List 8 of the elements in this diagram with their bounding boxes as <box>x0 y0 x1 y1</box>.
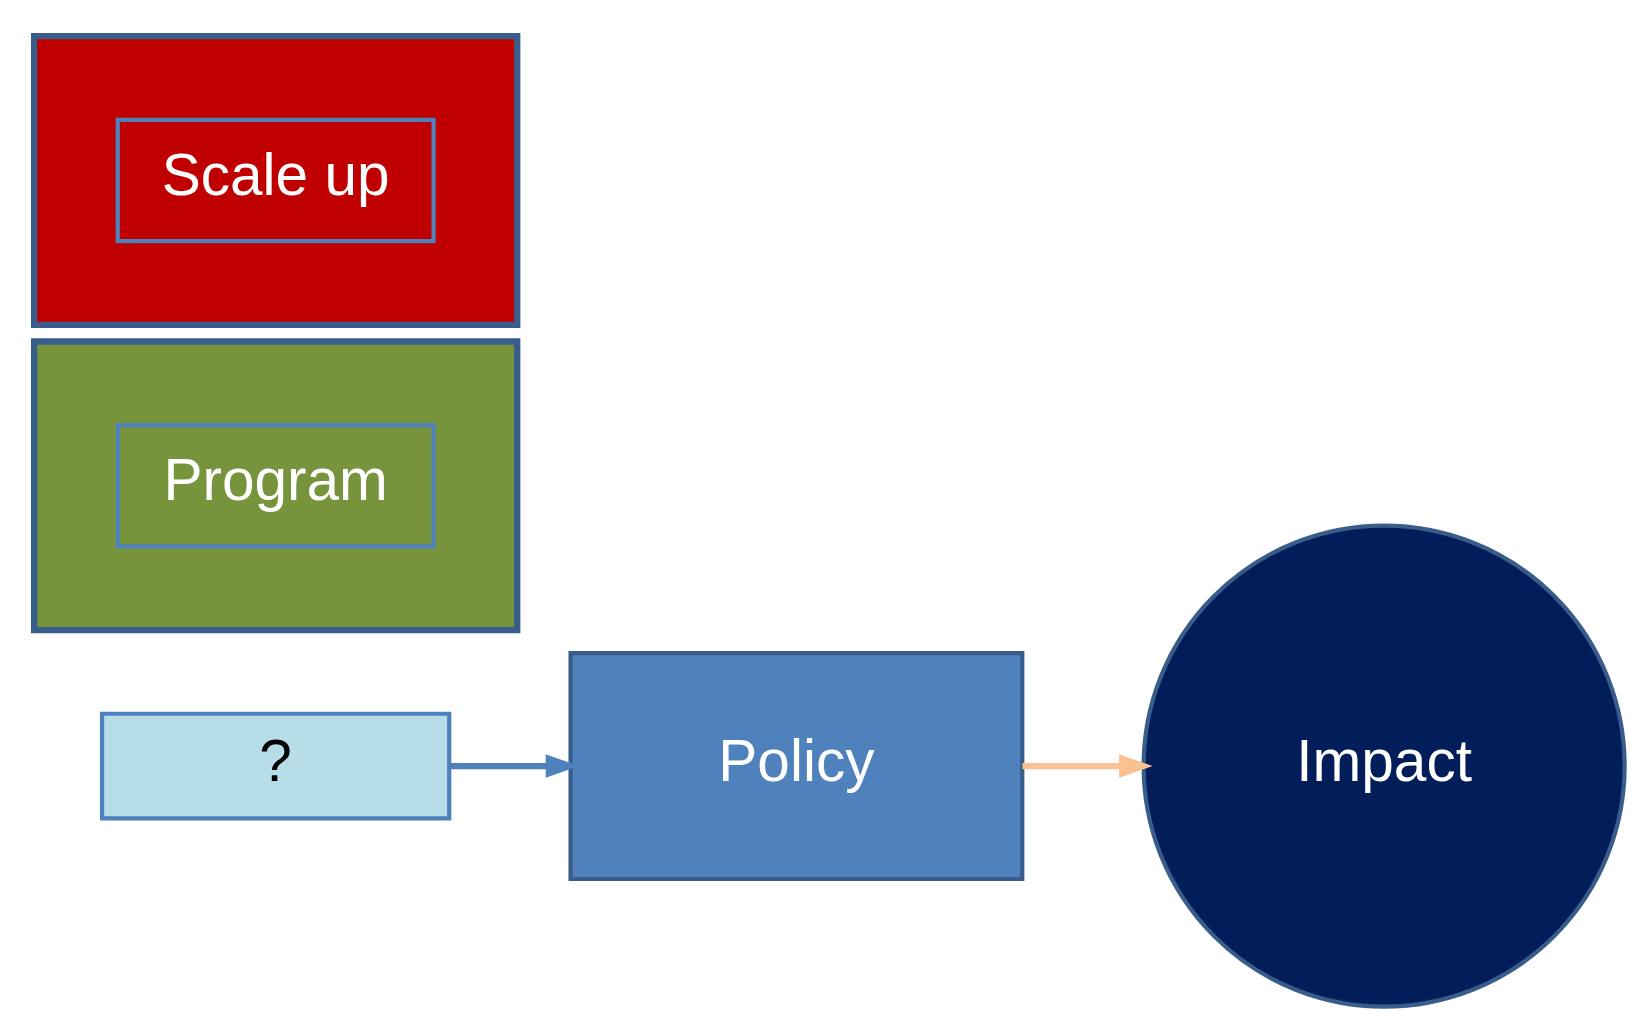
node-circle: Impact <box>1141 522 1627 1009</box>
cluster <box>30 337 520 633</box>
node-box: ? <box>99 711 451 820</box>
node-box: Scale up <box>115 117 436 243</box>
node-box: Policy <box>567 650 1024 881</box>
arrow <box>1021 753 1153 778</box>
node-box: Program <box>115 422 436 549</box>
cluster <box>30 32 520 328</box>
